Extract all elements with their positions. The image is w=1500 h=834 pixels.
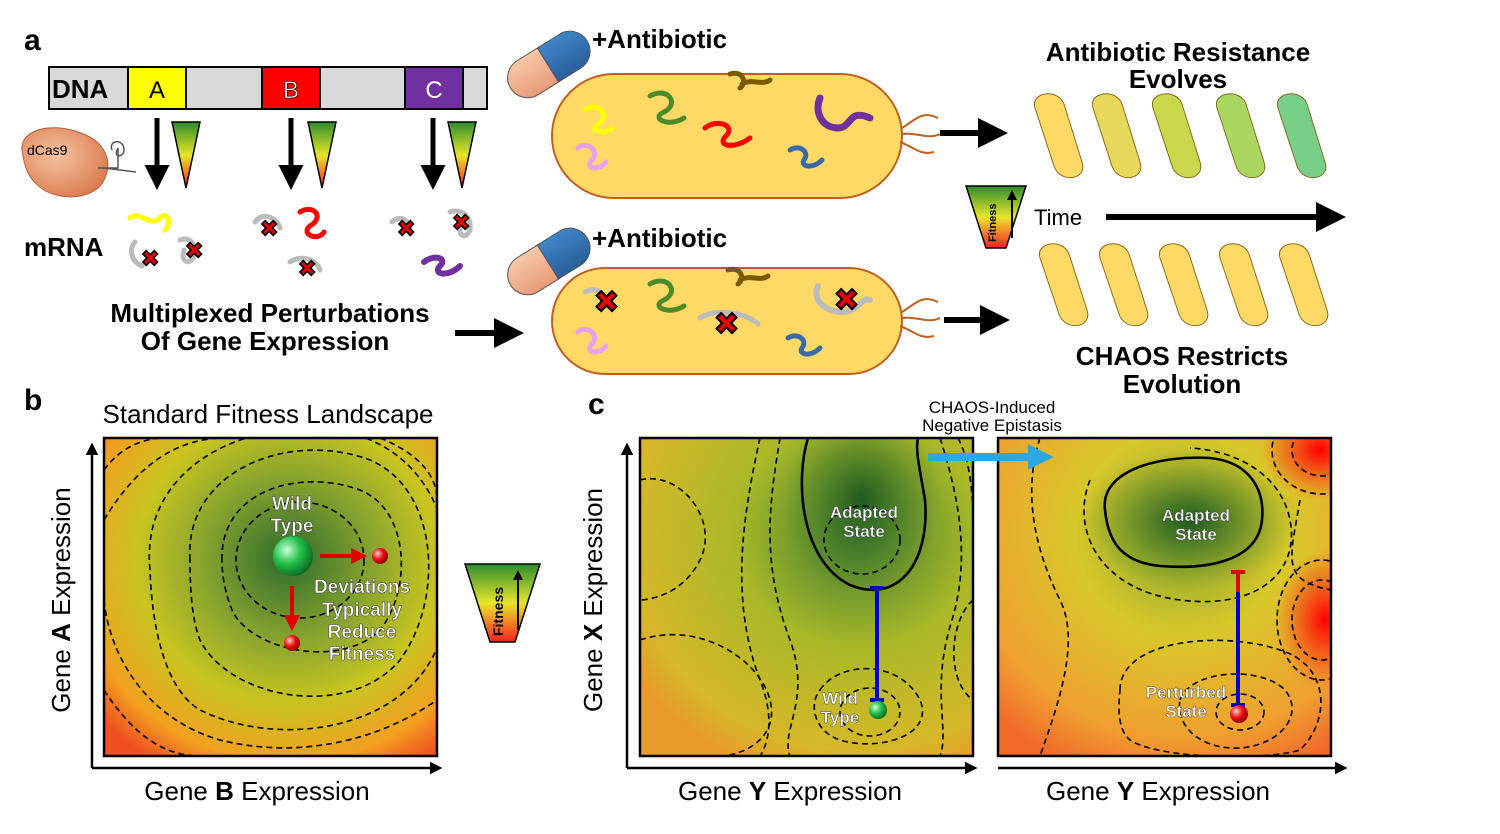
gradient-triangle-icon [171,121,201,189]
time-label: Time [1034,205,1082,230]
wild-type-ball [273,536,313,576]
perturb-title-line2: Of Gene Expression [141,326,390,356]
dcas9-icon: dCas9 [21,127,137,198]
deviations-line1: Deviations [314,577,410,598]
antibiotic-pill-icon-bottom [507,227,591,296]
gradient-triangle-icon [307,121,337,189]
fitness-landscape-c-left [638,436,975,758]
wild-type-line1: Wild [272,494,312,515]
fitness-label-a: Fitness [987,203,999,242]
antibiotic-label-top: +Antibiotic [592,24,727,54]
epistasis-label-line1: CHAOS-Induced [929,398,1056,417]
gene-b-label: B [283,77,299,104]
svg-text:✖: ✖ [141,246,159,271]
svg-text:✖: ✖ [452,210,470,235]
restricts-title-line2: Evolution [1123,369,1241,399]
antibiotic-label-bottom: +Antibiotic [592,223,727,253]
wild-type-ball-c [869,701,887,719]
gene-c-box [404,66,464,110]
bacterial-cell-top [551,70,941,199]
restricted-cells-row [1039,243,1329,327]
panel-b-x-label: Gene B Expression [144,776,369,806]
perturbed-state-line1: Perturbed [1146,683,1226,702]
wild-type-c-line2: Type [821,708,859,727]
gene-b-box [261,66,321,110]
deviations-line3: Reduce [328,622,397,643]
panel-b-letter: b [24,384,42,417]
perturb-arrows [144,118,477,190]
gene-c-label: C [425,77,442,104]
panel-c-left-x-label: Gene Y Expression [678,776,902,806]
gene-a-box [127,66,187,110]
panel-c-right-x-label: Gene Y Expression [1046,776,1270,806]
fitness-scale-icon-a: Fitness [964,185,1028,249]
resistance-title-line1: Antibiotic Resistance [1046,37,1310,67]
adapted-state-right-line1: Adapted [1162,506,1230,525]
fitness-label-b: Fitness [490,587,506,636]
wild-type-c-line1: Wild [822,689,858,708]
perturb-title-line1: Multiplexed Perturbations [110,298,429,328]
resistance-title-line2: Evolves [1129,64,1227,94]
svg-text:✖: ✖ [260,216,278,241]
perturbed-state-ball [1230,705,1248,723]
wild-type-line2: Type [271,516,314,537]
gradient-triangle-icon [447,121,477,189]
adapted-state-left-line1: Adapted [830,503,898,522]
evolving-cells-row [1034,93,1327,179]
adapted-state-right-line2: State [1175,525,1217,544]
panel-a-letter: a [24,24,41,57]
deviations-line4: Fitness [329,644,396,665]
svg-text:✖: ✖ [594,286,619,319]
panel-c-letter: c [588,388,605,421]
fitness-landscape-b [85,436,443,775]
deviation-ball [284,635,300,651]
fitness-landscape-c-right [996,436,1333,758]
bacterial-cell-bottom: ✖ ✖ ✖ [551,266,941,375]
perturbed-state-line2: State [1165,702,1207,721]
gene-a-label: A [149,77,165,104]
dna-bar: DNA A B C [48,66,488,110]
deviations-line2: Typically [322,600,402,621]
mrna-label: mRNA [24,232,104,262]
antibiotic-pill-icon [507,30,591,99]
panel-b-title: Standard Fitness Landscape [103,399,434,429]
svg-text:✖: ✖ [834,284,859,317]
deviation-ball [372,548,388,564]
panel-c-axes [620,442,1348,775]
svg-text:✖: ✖ [714,308,739,341]
panel-b-y-label: Gene A Expression [46,487,76,712]
dna-label: DNA [52,74,109,104]
panel-c-y-label: Gene X Expression [578,488,608,712]
restricts-title-line1: CHAOS Restricts [1076,341,1288,371]
svg-text:✖: ✖ [397,216,415,241]
adapted-state-left-line2: State [843,522,885,541]
svg-text:✖: ✖ [298,256,316,281]
knockdown-x-icons: ✖ ✖ ✖ ✖ ✖ ✖ [141,210,471,282]
dcas9-label: dCas9 [27,142,68,158]
mrna-group [127,206,473,277]
svg-text:✖: ✖ [185,238,203,263]
epistasis-label-line2: Negative Epistasis [922,416,1062,435]
fitness-scale-icon-b: Fitness [463,563,542,643]
